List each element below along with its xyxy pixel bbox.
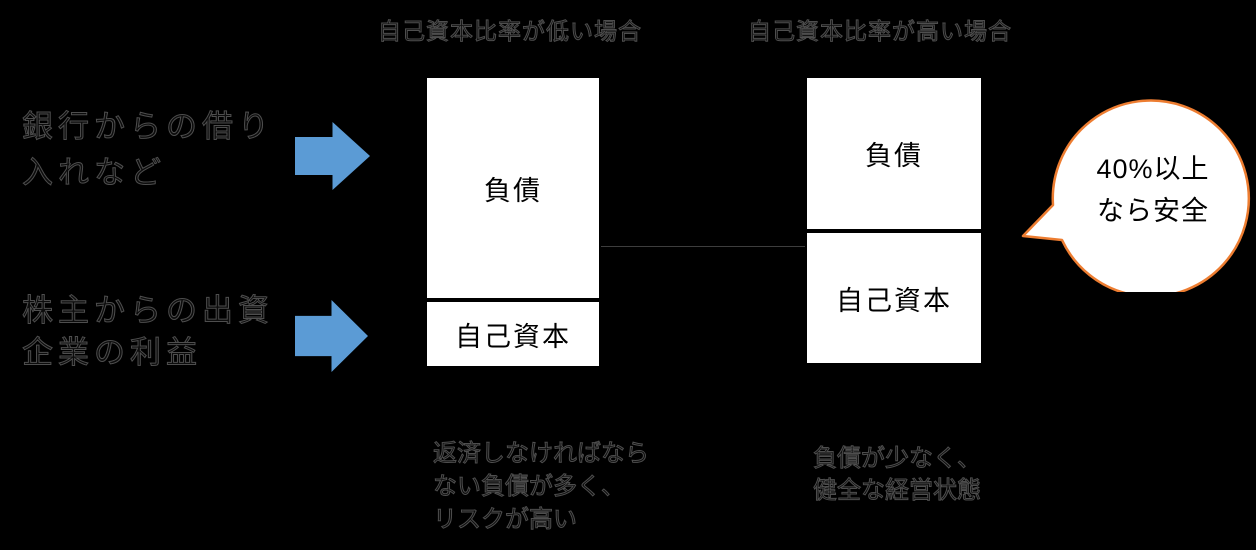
- note-high-ratio-healthy: 負債が少なく、 健全な経営状態: [813, 445, 982, 505]
- label-equity-source: 株主からの出資 企業の利益: [22, 293, 274, 371]
- callout-safe-threshold: 40%以上 なら安全: [1096, 154, 1210, 226]
- equity-section: 自己資本: [836, 285, 952, 316]
- note-low-ratio-risk: 返済しなければなら ない負債が多く、 リスクが高い: [433, 440, 650, 534]
- equity-divider-line: [427, 298, 599, 302]
- equity-divider-line: [807, 229, 981, 233]
- debt-section: 負債: [865, 141, 923, 171]
- title-high-equity-ratio: 自己資本比率が高い場合: [748, 18, 1012, 45]
- right-arrow-icon: [295, 122, 370, 190]
- speech-bubble-outline: [1021, 99, 1250, 292]
- speech-bubble: [1021, 99, 1250, 292]
- balance-box-low-ratio: 負債 自己資本: [425, 76, 601, 368]
- balance-box-high-ratio: 負債 自己資本: [805, 76, 983, 365]
- label-debt-source: 銀行からの借り 入れなど: [22, 109, 274, 191]
- title-low-equity-ratio: 自己資本比率が低い場合: [378, 18, 642, 45]
- connector-line: [601, 246, 805, 247]
- debt-section: 負債: [484, 175, 542, 206]
- equity-section: 自己資本: [455, 321, 571, 352]
- right-arrow-icon: [295, 300, 368, 372]
